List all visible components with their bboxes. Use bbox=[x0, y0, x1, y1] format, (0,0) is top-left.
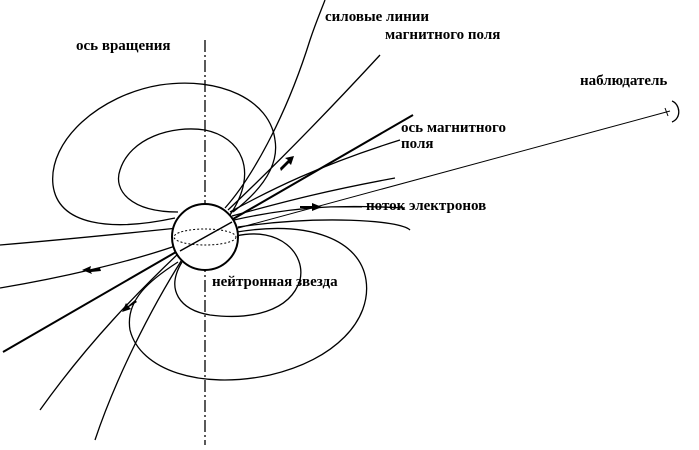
field-lines-label-line1: силовые линии bbox=[325, 9, 430, 25]
magnetic-axis-inside-star bbox=[179, 221, 233, 252]
field-line-open-7 bbox=[39, 251, 181, 411]
field-line-open-1 bbox=[224, 0, 326, 209]
electron-flow-label: поток электронов bbox=[366, 198, 487, 214]
field-line-open-6 bbox=[0, 244, 179, 289]
field-line-upper-mid bbox=[52, 82, 277, 226]
arrow-icon bbox=[122, 300, 137, 312]
field-line-upper-inner bbox=[117, 128, 246, 216]
neutron-star-label: нейтронная звезда bbox=[212, 274, 338, 290]
field-line-open-2 bbox=[227, 54, 381, 211]
arrow-icon bbox=[300, 203, 322, 211]
field-line-open-5 bbox=[233, 205, 406, 221]
eye-pupil bbox=[664, 107, 669, 117]
field-line-open-4 bbox=[231, 177, 396, 217]
field-line-open-8 bbox=[94, 257, 184, 441]
arrow-icon bbox=[280, 156, 294, 171]
rotation-axis-label: ось вращения bbox=[76, 38, 171, 54]
neutron-star-equator bbox=[173, 228, 237, 246]
observer-label: наблюдатель bbox=[580, 73, 668, 89]
arrow-icon bbox=[82, 266, 101, 274]
field-line-lower-inner bbox=[174, 233, 302, 318]
magnetic-axis-label-line2: поля bbox=[401, 136, 434, 152]
field-lines-label-line2: магнитного поля bbox=[385, 27, 501, 43]
field-line-upper-outer bbox=[0, 227, 179, 246]
observer-sight-line bbox=[204, 110, 671, 238]
magnetic-axis-label-line1: ось магнитного bbox=[401, 120, 506, 136]
field-line-lower-outer bbox=[237, 219, 411, 231]
eye-icon bbox=[671, 100, 680, 123]
field-line-open-3 bbox=[229, 139, 401, 213]
field-line-lower-mid bbox=[128, 228, 368, 381]
